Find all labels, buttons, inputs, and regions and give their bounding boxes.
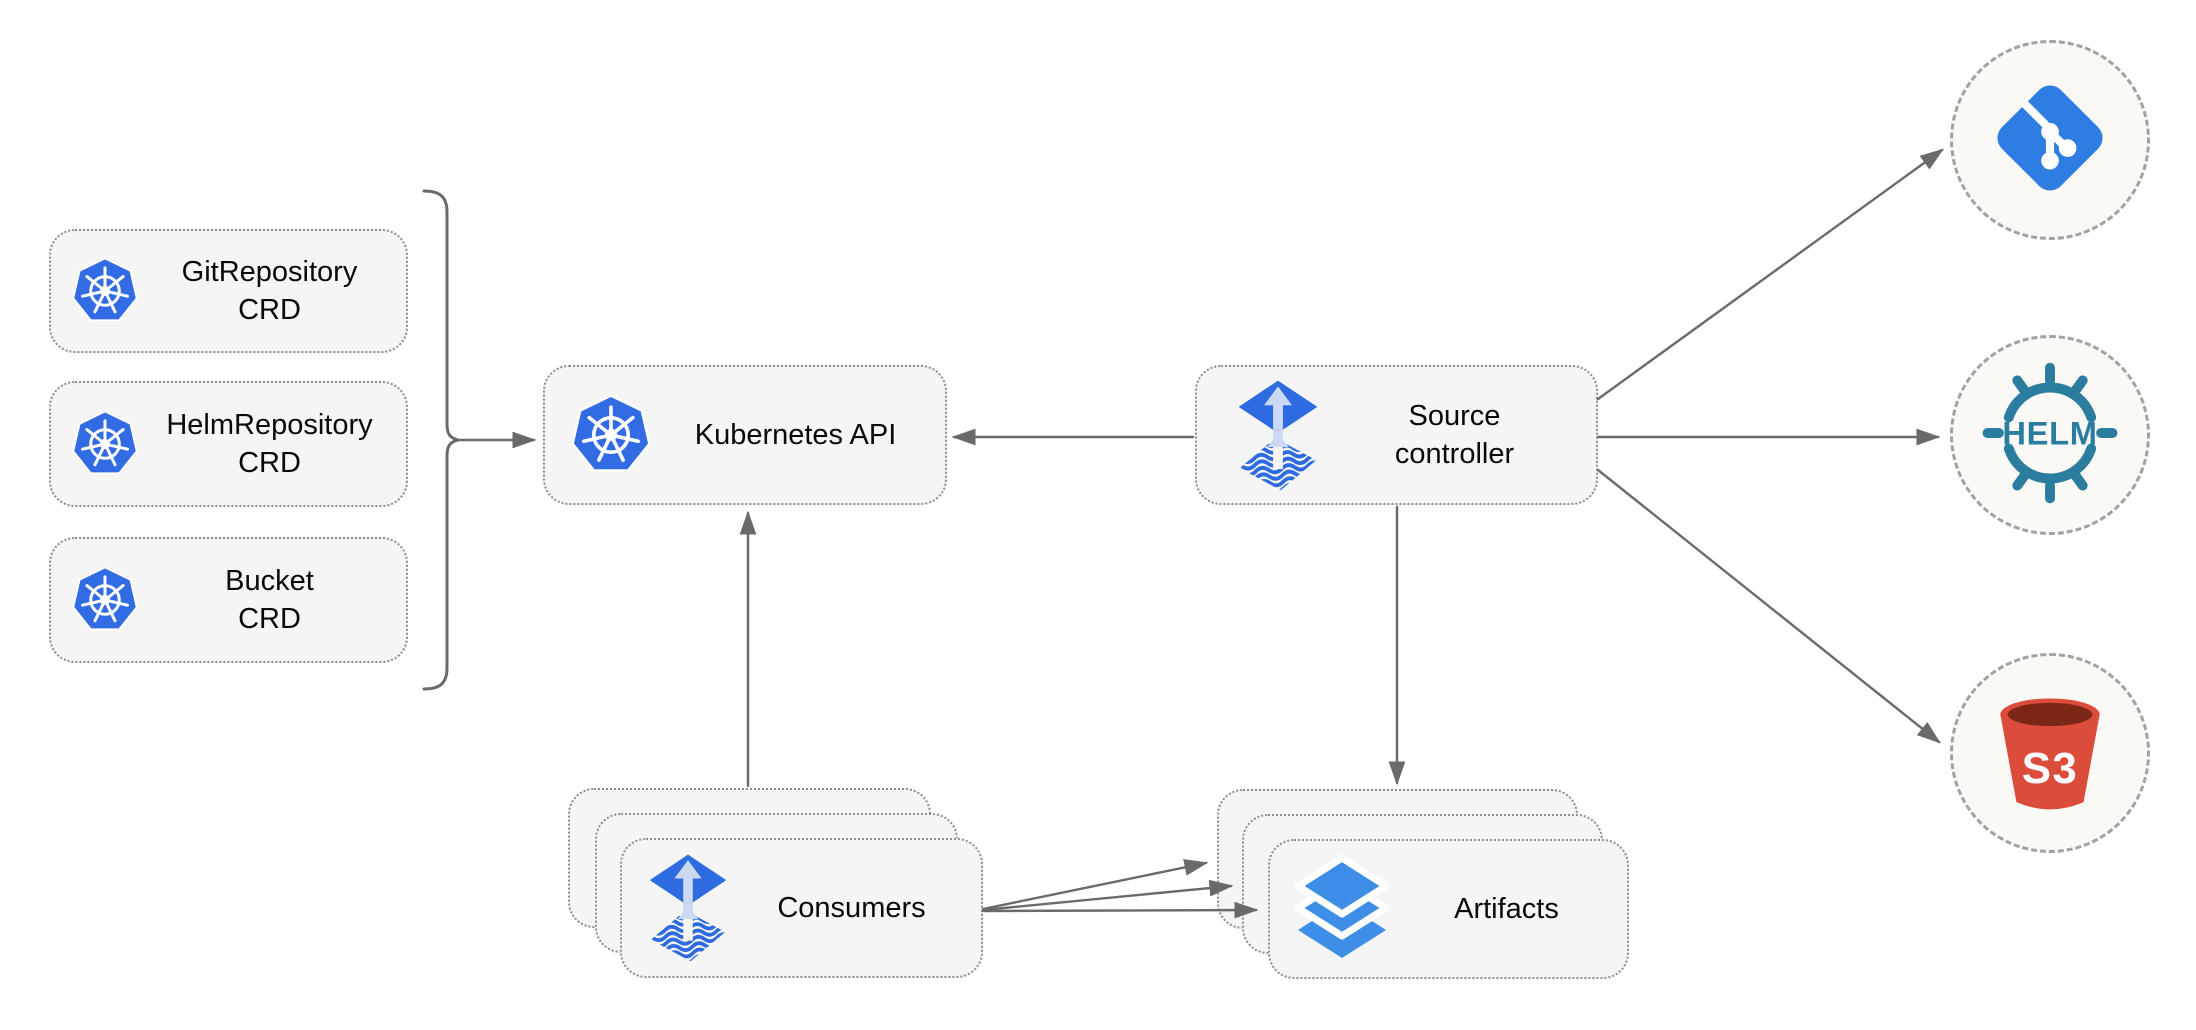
artifacts-node: Artifacts <box>1268 839 1629 979</box>
git-icon <box>1987 75 2113 206</box>
artifacts-label: Artifacts <box>1454 893 1559 925</box>
source-controller-node: Source controller <box>1195 365 1598 505</box>
arrow-consumers-to-artifacts-2 <box>981 879 1234 912</box>
gitrepository-crd-node: GitRepository CRD <box>49 229 408 353</box>
source-controller-line2: controller <box>1394 438 1515 470</box>
kubernetes-api-label: Kubernetes API <box>694 419 897 451</box>
kubernetes-api-node: Kubernetes API <box>543 365 947 505</box>
arrow-source-controller-to-s3 <box>1596 468 1941 744</box>
kubernetes-icon <box>570 394 652 476</box>
bucket-crd-line2: CRD <box>238 603 301 635</box>
helm-repository-node <box>1950 335 2150 535</box>
kubernetes-icon <box>71 410 139 478</box>
source-controller-label: Source controller <box>1319 397 1596 473</box>
bucket-crd-node: Bucket CRD <box>49 537 408 663</box>
source-controller-line1: Source <box>1408 400 1501 432</box>
kubernetes-icon <box>71 566 139 634</box>
gitrepository-crd-label: GitRepository CRD <box>139 253 406 329</box>
kubernetes-icon <box>71 257 139 325</box>
gitrepository-crd-line1: GitRepository <box>181 256 358 288</box>
s3-bucket-node <box>1950 653 2150 853</box>
flux-icon <box>1237 379 1319 492</box>
s3-bucket-icon <box>1977 678 2123 829</box>
layers-icon <box>1292 854 1392 964</box>
helmrepository-crd-line1: HelmRepository <box>166 409 373 441</box>
helmrepository-crd-node: HelmRepository CRD <box>49 381 408 507</box>
helmrepository-crd-line2: CRD <box>238 447 301 479</box>
crd-group-bracket <box>422 189 459 691</box>
arrow-consumers-to-artifacts-1 <box>981 859 1209 911</box>
bucket-crd-label: Bucket CRD <box>139 562 406 638</box>
consumers-node: Consumers <box>620 838 983 978</box>
flux-icon <box>648 853 728 963</box>
bucket-crd-line1: Bucket <box>225 565 314 597</box>
git-repository-node <box>1950 40 2150 240</box>
gitrepository-crd-line2: CRD <box>238 294 301 326</box>
helmrepository-crd-label: HelmRepository CRD <box>139 406 406 482</box>
helm-icon <box>1979 362 2121 509</box>
arrow-consumers-to-artifacts-3 <box>981 901 1259 919</box>
consumers-label: Consumers <box>777 892 926 924</box>
arrow-source-controller-to-git <box>1596 148 1944 401</box>
